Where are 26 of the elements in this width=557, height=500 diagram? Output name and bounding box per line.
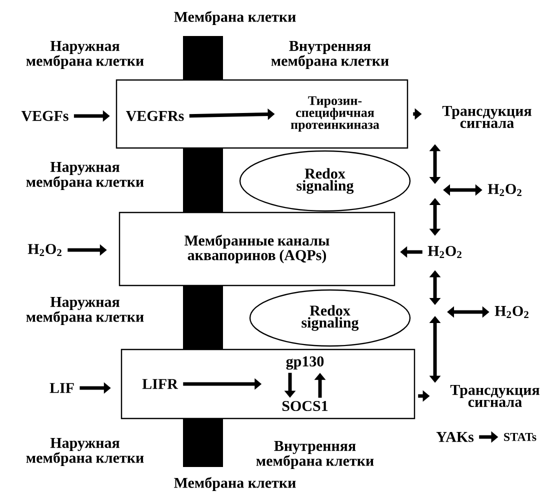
node-text: VEGFs xyxy=(21,110,68,122)
membrane-label: Мембрана клетки xyxy=(174,11,296,25)
outer-membrane-label: Наружная мембрана клетки xyxy=(26,438,144,466)
node-text: STATs xyxy=(504,432,536,442)
node-text: H$_{2}$O$_{2}$ xyxy=(488,184,522,196)
node-text: Трансдукция сигнала xyxy=(442,106,532,128)
channel-box: Мембранные каналы аквапоринов (AQPs) xyxy=(118,212,396,286)
node-text: H$_{2}$O$_{2}$ xyxy=(494,306,528,318)
outer-membrane-label: Наружная мембрана клетки xyxy=(26,297,144,325)
node-text: VEGFRs xyxy=(126,110,184,122)
receptor-box xyxy=(120,348,416,420)
inner-membrane-label: Внутренняя мембрана клетки xyxy=(256,441,374,469)
membrane-label: Мембрана клетки xyxy=(174,477,296,491)
node-text: gp130 xyxy=(286,356,324,370)
receptor-box xyxy=(116,79,408,149)
outer-membrane-label: Наружная мембрана клетки xyxy=(26,41,144,69)
node-text: Трансдукция сигнала xyxy=(450,385,540,407)
node-text: SOCS1 xyxy=(282,400,328,412)
node-text: LIFR xyxy=(142,379,178,389)
node-text: YAKs xyxy=(436,432,474,442)
outer-membrane-label: Наружная мембрана клетки xyxy=(26,162,144,190)
node-text: LIF xyxy=(50,383,74,393)
node-text: Тирозин-специфичная протеинкиназа xyxy=(290,96,380,132)
node-text: H$_{2}$O$_{2}$ xyxy=(428,246,462,258)
inner-membrane-label: Внутренняя мембрана клетки xyxy=(271,41,389,69)
node-text: H$_{2}$O$_{2}$ xyxy=(28,244,62,256)
